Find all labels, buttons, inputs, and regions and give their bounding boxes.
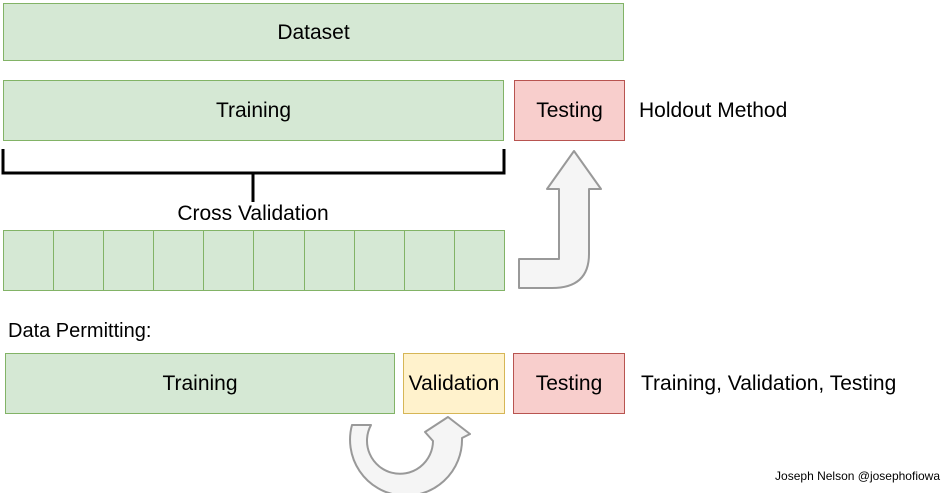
- holdout-testing-box: Testing: [514, 80, 625, 141]
- cross-validation-fold: [405, 231, 455, 290]
- tvt-testing-box: Testing: [513, 353, 625, 414]
- tvt-validation-box: Validation: [403, 353, 505, 414]
- cross-validation-fold: [305, 231, 355, 290]
- cross-validation-fold: [455, 231, 504, 290]
- cross-validation-fold: [4, 231, 55, 290]
- u-turn-arrow-icon: [349, 416, 471, 493]
- cross-validation-row: [3, 230, 505, 291]
- tvt-caption: Training, Validation, Testing: [641, 371, 897, 395]
- cross-validation-fold: [355, 231, 405, 290]
- data-permitting-heading: Data Permitting:: [8, 320, 152, 342]
- tvt-testing-label: Testing: [535, 372, 603, 395]
- holdout-training-box: Training: [3, 80, 504, 141]
- cross-validation-label: Cross Validation: [177, 202, 329, 225]
- cross-validation-fold: [104, 231, 155, 290]
- holdout-method-caption: Holdout Method: [639, 98, 788, 122]
- holdout-testing-label: Testing: [536, 99, 603, 122]
- cross-validation-fold: [204, 231, 255, 290]
- holdout-training-label: Training: [215, 99, 292, 122]
- dataset-box: Dataset: [3, 3, 624, 61]
- tvt-training-label: Training: [162, 372, 238, 395]
- cross-validation-fold: [254, 231, 305, 290]
- cross-validation-fold: [54, 231, 105, 290]
- cross-validation-fold: [154, 231, 205, 290]
- tvt-training-box: Training: [5, 353, 395, 414]
- dataset-label: Dataset: [277, 20, 350, 44]
- tvt-validation-label: Validation: [408, 372, 500, 395]
- bracket: [1, 149, 506, 202]
- bent-up-arrow-icon: [518, 150, 602, 289]
- credit-text: Joseph Nelson @josephofiowa: [775, 469, 940, 483]
